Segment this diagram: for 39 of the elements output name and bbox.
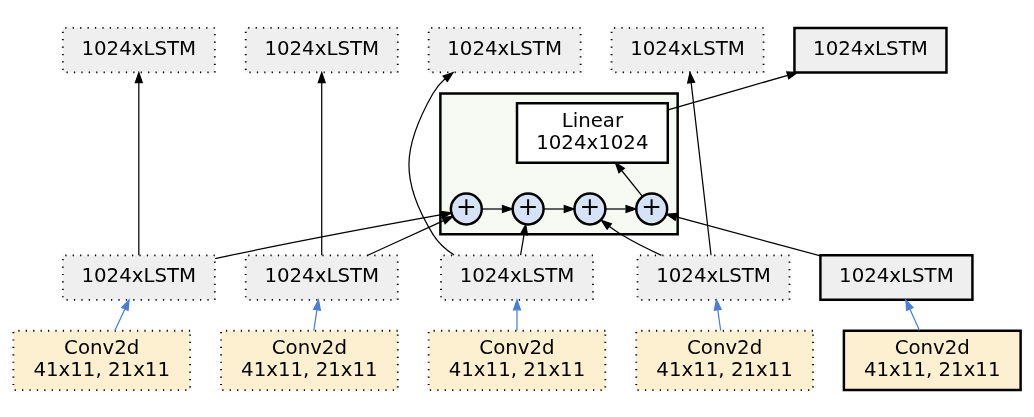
- node-box: Conv2d 41x11, 21x11: [220, 329, 399, 391]
- node-box: Conv2d 41x11, 21x11: [842, 329, 1022, 391]
- arrow: [667, 70, 800, 111]
- arrow: [114, 297, 130, 331]
- arrow: [605, 204, 638, 213]
- arrow: [312, 297, 322, 331]
- arrow: [614, 160, 644, 197]
- node-box: 1024xLSTM: [819, 253, 974, 301]
- node-box: 1024xLSTM: [793, 26, 948, 74]
- node-circle: +: [449, 191, 483, 226]
- arrow: [134, 70, 144, 256]
- node-box: Linear 1024x1024: [515, 101, 669, 164]
- arrow: [543, 204, 577, 213]
- node-box: 1024xLSTM: [61, 253, 216, 301]
- arrow: [713, 297, 723, 331]
- node-box: 1024xLSTM: [244, 26, 399, 73]
- node-box: 1024xLSTM: [61, 26, 216, 73]
- node-box: Conv2d 41x11, 21x11: [427, 329, 607, 391]
- node-box: Conv2d 41x11, 21x11: [635, 329, 814, 391]
- arrow: [519, 222, 529, 256]
- node-box: Conv2d 41x11, 21x11: [12, 329, 192, 391]
- arrow: [686, 70, 712, 256]
- node-circle: +: [573, 191, 607, 226]
- arrow: [408, 70, 455, 256]
- arrow: [664, 212, 821, 256]
- node-box: 1024xLSTM: [427, 26, 582, 73]
- node-box: 1024xLSTM: [610, 26, 765, 73]
- node-circle: +: [511, 191, 545, 226]
- arrow: [317, 70, 327, 256]
- node-box: 1024xLSTM: [636, 253, 791, 301]
- arrow: [905, 297, 921, 331]
- arrow: [367, 215, 455, 256]
- arrow: [481, 204, 515, 213]
- arrow: [512, 297, 522, 331]
- arrow: [600, 218, 662, 256]
- node-box: 1024xLSTM: [440, 253, 594, 301]
- node-box: 1024xLSTM: [244, 253, 399, 301]
- arrow: [214, 210, 454, 259]
- node-circle: +: [635, 191, 669, 226]
